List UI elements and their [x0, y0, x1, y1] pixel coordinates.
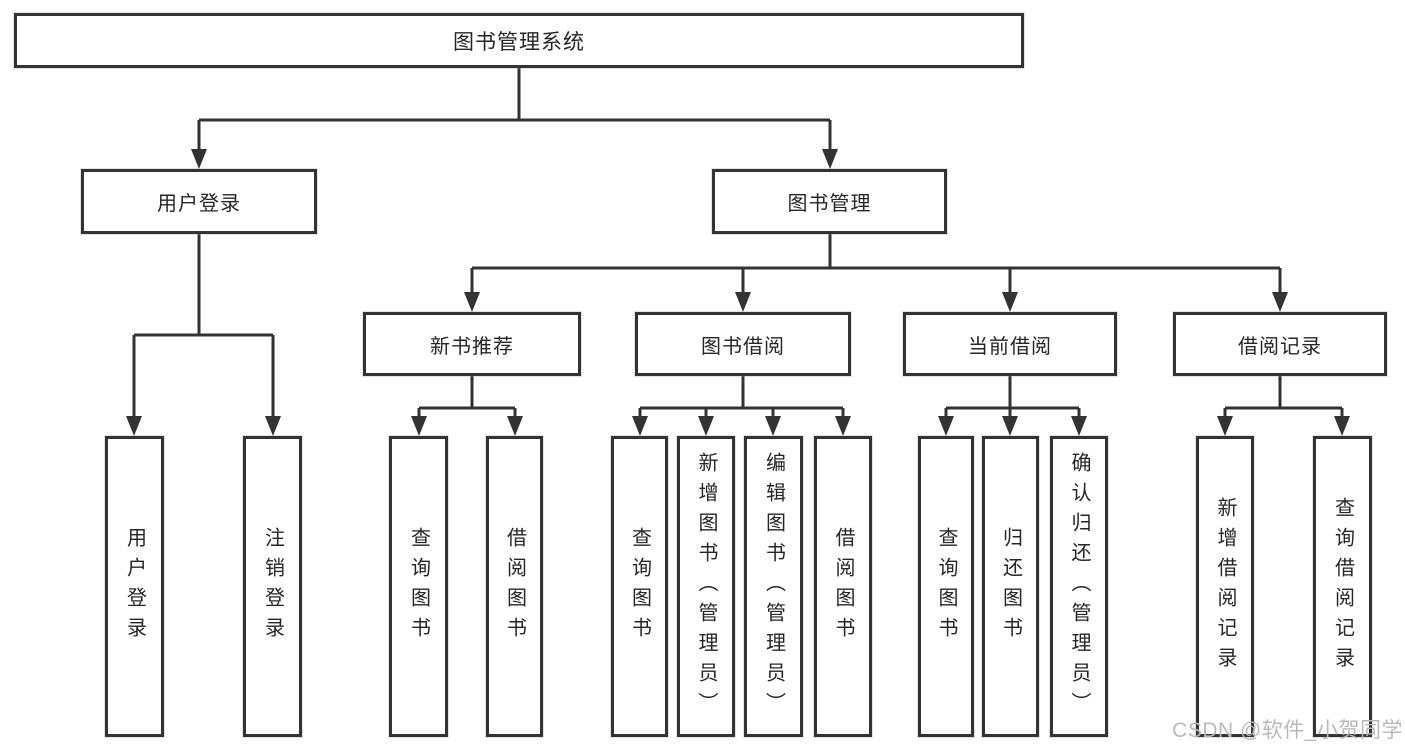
node-user-login: 用户登录	[81, 169, 317, 234]
node-label: 确认归还（管理员）	[1068, 451, 1090, 722]
node-label: 归还图书	[999, 526, 1022, 647]
leaf-search-book-recommend: 查询图书	[389, 436, 448, 737]
node-label: 用户登录	[157, 193, 241, 215]
connector-paths	[132, 68, 1344, 419]
node-label: 用户登录	[123, 526, 146, 647]
node-label: 编辑图书（管理员）	[762, 451, 785, 722]
csdn-watermark: CSDN @软件_小贺同学	[1172, 719, 1403, 742]
node-label: 注销登录	[261, 526, 284, 647]
leaf-search-book-current: 查询图书	[918, 436, 974, 737]
leaf-add-book-admin: 新增图书（管理员）	[677, 436, 735, 737]
node-label: 借阅图书	[503, 526, 526, 647]
node-library-management-system: 图书管理系统	[14, 13, 1024, 68]
node-label: 查询图书	[935, 526, 957, 647]
node-new-book-recommend: 新书推荐	[363, 312, 581, 376]
arrowheads	[126, 149, 1350, 436]
leaf-edit-book-admin: 编辑图书（管理员）	[744, 436, 803, 737]
leaf-user-login: 用户登录	[105, 436, 164, 737]
node-label: 借阅记录	[1238, 335, 1322, 358]
leaf-logout: 注销登录	[243, 436, 302, 737]
leaf-add-borrow-record: 新增借阅记录	[1196, 436, 1254, 737]
leaf-search-book-borrowing: 查询图书	[611, 436, 668, 737]
node-label: 新增图书（管理员）	[695, 451, 717, 722]
node-current-borrowing: 当前借阅	[903, 312, 1117, 376]
leaf-borrow-book: 借阅图书	[814, 436, 872, 737]
node-label: 借阅图书	[832, 526, 854, 647]
leaf-borrow-book-recommend: 借阅图书	[486, 436, 543, 737]
node-label: 图书借阅	[701, 335, 785, 358]
node-label: 图书管理	[787, 193, 872, 215]
node-label: 当前借阅	[968, 335, 1052, 358]
node-borrowing-records: 借阅记录	[1173, 312, 1387, 376]
leaf-return-book: 归还图书	[982, 436, 1039, 737]
node-book-management: 图书管理	[712, 169, 947, 234]
node-label: 新书推荐	[430, 335, 514, 358]
node-label: 新增借阅记录	[1214, 496, 1236, 677]
node-label: 图书管理系统	[453, 30, 585, 54]
node-book-borrowing: 图书借阅	[635, 312, 851, 376]
node-label: 查询图书	[407, 526, 430, 647]
node-label: 查询借阅记录	[1331, 496, 1354, 677]
leaf-search-borrow-record: 查询借阅记录	[1313, 436, 1372, 737]
leaf-confirm-return-admin: 确认归还（管理员）	[1050, 436, 1108, 737]
node-label: 查询图书	[628, 526, 651, 647]
